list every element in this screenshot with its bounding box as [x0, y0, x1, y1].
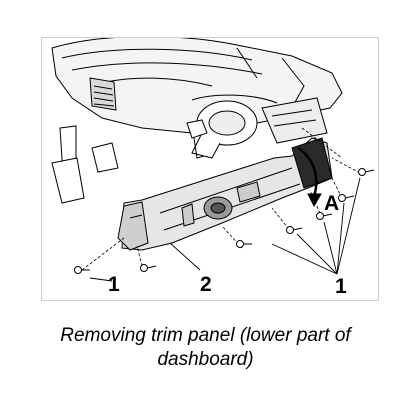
trim-panel: [121, 137, 333, 251]
rotation-arrow-a: [297, 146, 322, 208]
screw: [236, 240, 252, 248]
screw: [338, 194, 355, 202]
screw: [286, 226, 303, 234]
side-bracket-left: [117, 201, 149, 251]
callout-screws-right: 1: [335, 275, 347, 298]
screw: [358, 168, 375, 176]
leader-lines: [89, 177, 361, 282]
screws: [74, 168, 375, 274]
callout-arrow-a: A: [324, 192, 340, 215]
callout-trim-panel: 2: [200, 273, 212, 296]
figure-caption: Removing trim panel (lower part of dashb…: [60, 325, 351, 370]
dashboard-exploded-view: [51, 38, 375, 282]
pedal-bracket: [51, 125, 119, 204]
callout-screw-left: 1: [108, 273, 120, 296]
screw: [74, 266, 90, 274]
steering-column: [191, 100, 258, 159]
screw: [140, 264, 157, 272]
right-bracket: [261, 97, 328, 144]
air-vent-left: [89, 77, 117, 111]
diagram-frame: A 1 2 1: [41, 37, 379, 301]
screw: [316, 212, 333, 220]
ignition-key: [186, 119, 208, 159]
